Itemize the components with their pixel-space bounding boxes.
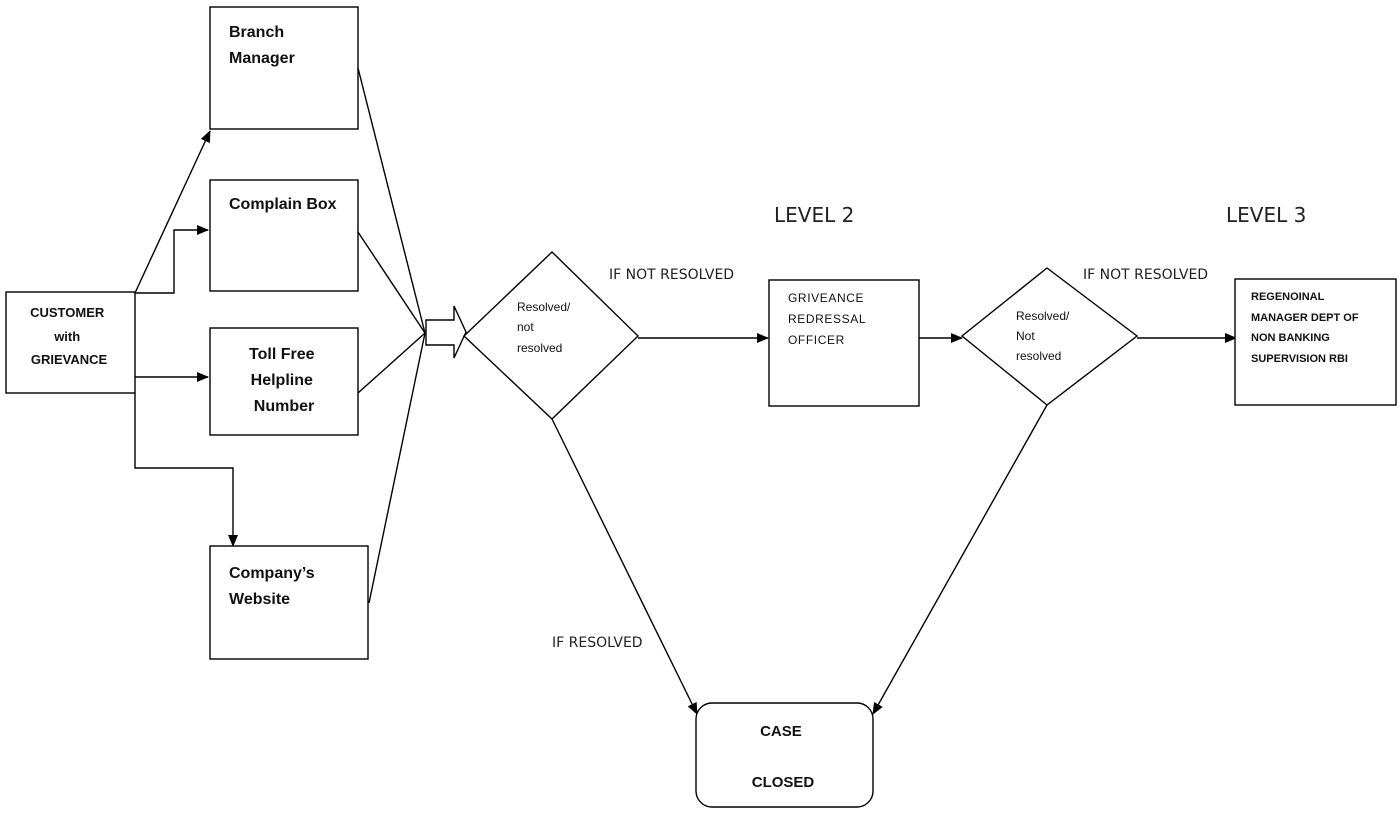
griveance-officer-line-3: OFFICER bbox=[788, 333, 845, 347]
regional-manager-line-3: NON BANKING bbox=[1251, 332, 1330, 344]
regional-manager-line-4: SUPERVISION RBI bbox=[1251, 353, 1348, 365]
decision-2-line-1: Resolved/ bbox=[1016, 309, 1070, 323]
decision-1-node: Resolved/ not resolved bbox=[462, 251, 640, 420]
svg-text:CASE CLOSED: CASE CLOSED bbox=[752, 723, 815, 791]
svg-text:Resolved/ not reso: Resolved/ not resolved bbox=[517, 300, 574, 355]
complain-box-line-1: Complain Box bbox=[229, 196, 337, 213]
regional-manager-line-2: MANAGER DEPT OF bbox=[1251, 312, 1359, 324]
toll-free-node: Toll Free Helpline Number bbox=[209, 327, 359, 436]
website-node: Company’s Website bbox=[209, 545, 369, 660]
branch-manager-node: Branch Manager bbox=[209, 6, 359, 130]
flow-connectors bbox=[551, 333, 1237, 715]
if-not-resolved-label-2: IF NOT RESOLVED bbox=[1083, 267, 1208, 283]
decision-1-line-3: resolved bbox=[517, 341, 562, 355]
griveance-officer-line-1: GRIVEANCE bbox=[788, 291, 864, 305]
griveance-officer-node: GRIVEANCE REDRESSAL OFFICER bbox=[768, 279, 920, 407]
decision-2-line-3: resolved bbox=[1016, 349, 1061, 363]
svg-text:Complain Box: Complain Box bbox=[229, 196, 337, 213]
decision-1-line-2: not bbox=[517, 320, 534, 334]
griveance-officer-line-2: REDRESSAL bbox=[788, 312, 866, 326]
svg-text:GRIVEANCE REDRESSAL: GRIVEANCE REDRESSAL OFFICER bbox=[788, 291, 870, 347]
customer-node: CUSTOMER with GRIEVANCE bbox=[5, 291, 136, 394]
case-closed-line-2: CLOSED bbox=[752, 774, 815, 791]
customer-line-3: GRIEVANCE bbox=[31, 352, 108, 367]
converging-lines bbox=[357, 67, 426, 604]
toll-free-line-2: Helpline bbox=[251, 372, 313, 389]
decision-1-line-1: Resolved/ bbox=[517, 300, 571, 314]
block-arrow-icon bbox=[425, 305, 467, 359]
customer-connectors bbox=[134, 130, 238, 547]
customer-line-1: CUSTOMER bbox=[30, 305, 105, 320]
website-line-2: Website bbox=[229, 591, 290, 608]
svg-text:Toll Free Helpline: Toll Free Helpline Number bbox=[249, 346, 319, 415]
if-not-resolved-label-1: IF NOT RESOLVED bbox=[609, 267, 734, 283]
if-resolved-label: IF RESOLVED bbox=[552, 635, 643, 651]
website-line-1: Company’s bbox=[229, 565, 315, 582]
case-closed-line-1: CASE bbox=[760, 723, 802, 740]
regional-manager-line-1: REGENOINAL bbox=[1251, 291, 1325, 303]
svg-text:Company’s Website: Company’s Website bbox=[229, 565, 319, 608]
level-2-label: LEVEL 2 bbox=[774, 203, 854, 227]
decision-2-node: Resolved/ Not resolved bbox=[960, 267, 1139, 406]
case-closed-node: CASE CLOSED bbox=[695, 702, 874, 808]
branch-manager-line-2: Manager bbox=[229, 50, 295, 67]
svg-text:REGENOINAL MANAGER DEPT: REGENOINAL MANAGER DEPT OF NON BANKING S… bbox=[1251, 291, 1362, 365]
complain-box-node: Complain Box bbox=[209, 179, 359, 292]
svg-text:Resolved/ Not reso: Resolved/ Not resolved bbox=[1016, 309, 1073, 363]
branch-manager-line-1: Branch bbox=[229, 24, 284, 41]
regional-manager-node: REGENOINAL MANAGER DEPT OF NON BANKING S… bbox=[1234, 278, 1397, 406]
decision-2-line-2: Not bbox=[1016, 329, 1035, 343]
svg-text:Branch Manager: Branch Manager bbox=[229, 24, 295, 67]
toll-free-line-1: Toll Free bbox=[249, 346, 315, 363]
customer-line-2: with bbox=[53, 329, 80, 344]
level-3-label: LEVEL 3 bbox=[1226, 203, 1306, 227]
svg-text:CUSTOMER with GRIE: CUSTOMER with GRIEVANCE bbox=[30, 305, 108, 367]
toll-free-line-3: Number bbox=[254, 398, 314, 415]
